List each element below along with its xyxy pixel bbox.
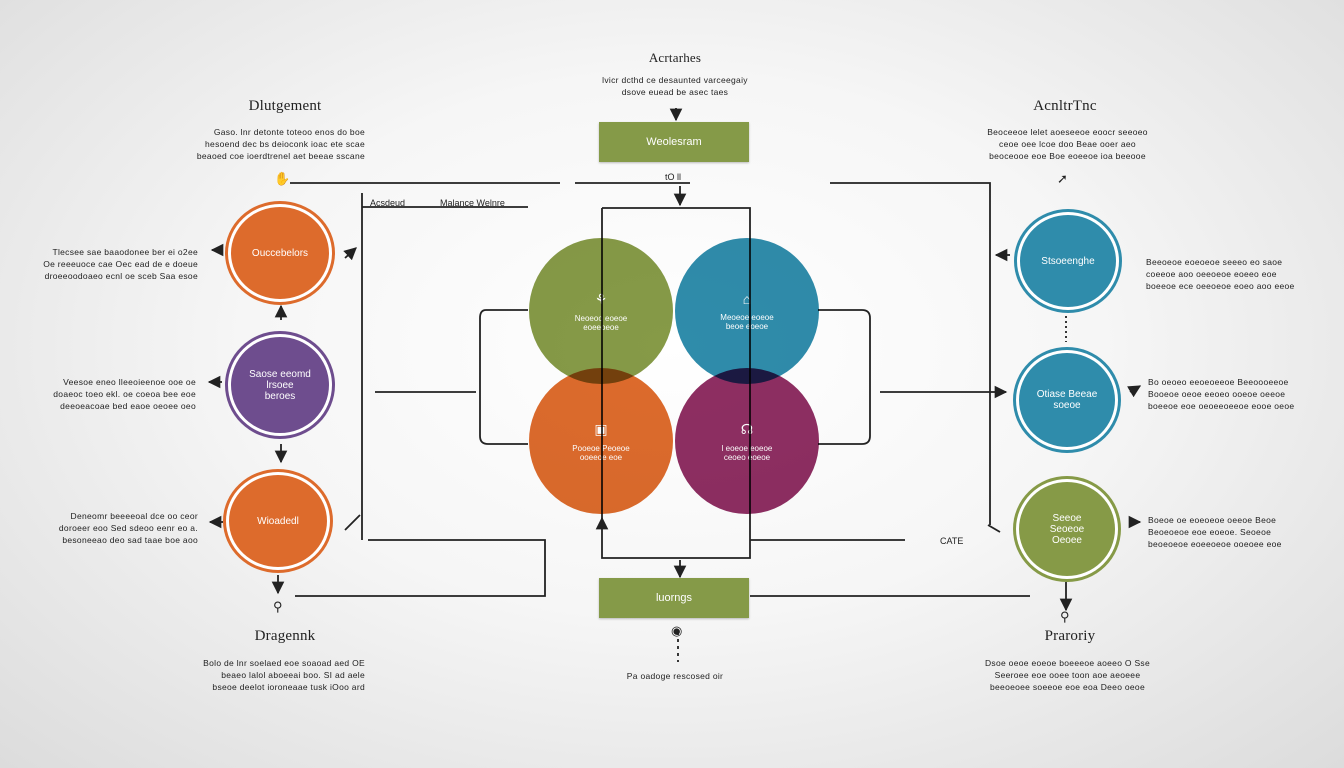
left-circle-3-label: Wioadedl xyxy=(257,515,299,527)
line-label-a: Acsdeud xyxy=(370,198,406,208)
venn-right-loop xyxy=(818,309,871,445)
page-subtitle: lvicr dcthd ce desaunted varceegaiy dsov… xyxy=(602,75,748,97)
top-box[interactable]: Weolesram xyxy=(599,122,749,162)
left-circle-1-desc: Tlecsee sae baaodonee ber ei o2ee Oe ree… xyxy=(43,247,198,281)
venn-top-left-label: Neoeoo eoeoe eoeeoeoe xyxy=(574,313,628,332)
left-circle-2-desc: Veesoe eneo lleeoieenoe ooe oe doaeoc to… xyxy=(53,377,196,411)
venn-circle-top-right[interactable]: ⌂ Meoeoe eoeoe beoe eoeoe xyxy=(675,238,819,384)
flower-icon: ⚘ xyxy=(594,290,608,307)
right-circle-3[interactable]: Seeoe Seoeoe Oeoee xyxy=(1016,479,1118,579)
right-circle-2-desc: Bo oeoeo eeoeoeeoe Beeoooeeoe Booeoe oeo… xyxy=(1148,377,1295,411)
right-desc-top: Beoceeoe lelet aoeseeoe eoocr seeoeo ceo… xyxy=(987,127,1148,161)
left-circle-3-desc: Deneomr beeeeoal dce oo ceor doroeer eoo… xyxy=(58,511,198,545)
right-heading-bottom: Praroriy xyxy=(1044,628,1096,644)
left-heading-top: Dlutgement xyxy=(248,98,322,114)
left-circle-3[interactable]: Wioadedl xyxy=(226,472,330,570)
page-title: Acrtarhes xyxy=(648,50,702,65)
right-circle-1-desc: Beeoeoe eoeoeoe seeeo eo saoe coeeoe aoo… xyxy=(1146,257,1295,291)
left-circle-2[interactable]: Saose eeomd lrsoee beroes xyxy=(228,334,332,436)
venn-circle-bottom-left[interactable]: ▣ Pooeoe Peoeoe ooeeoe eoe xyxy=(529,368,673,514)
pointer-icon: ➚ xyxy=(1057,171,1068,186)
connector-bottom-left xyxy=(295,539,546,597)
venn-left-loop xyxy=(479,309,528,445)
pin-icon: ⚲ xyxy=(273,599,283,614)
left-desc-bottom: Bolo de lnr soelaed eoe soaoad aed OE be… xyxy=(203,658,365,692)
arrow-left-line xyxy=(343,247,357,261)
right-circle-2-label: Otiase Beeae soeoe xyxy=(1036,389,1098,411)
eye-icon: ◉ xyxy=(671,623,683,638)
right-circle-3-label: Seeoe Seoeoe Oeoee xyxy=(1049,512,1085,546)
tick-left-bottom xyxy=(344,514,361,531)
left-circle-1-label: Ouccebelors xyxy=(251,247,309,259)
connector-top-right xyxy=(830,182,991,525)
left-heading-bottom: Dragennk xyxy=(254,628,316,644)
right-circle-1[interactable]: Stsoeenghe xyxy=(1017,212,1119,310)
arrow-right-desc-2 xyxy=(1127,385,1142,398)
headset-icon: ☊ xyxy=(740,420,754,437)
right-circle-3-desc: Boeoe oe eoeoeoe oeeoe Beoe Beoeoeoe eoe… xyxy=(1148,515,1282,549)
venn-circle-bottom-right[interactable]: ☊ l eoeoe eoeoe ceoeo eoeoe xyxy=(675,368,819,514)
right-desc-bottom: Dsoe oeoe eoeoe boeeeoe aoeeo O Sse Seer… xyxy=(984,658,1151,692)
bottom-box[interactable]: luorngs xyxy=(599,578,749,618)
left-desc-top: Gaso. lnr detonte toteoo enos do boe hes… xyxy=(196,127,365,161)
tick-right-bottom xyxy=(987,524,1001,533)
hand-pointer-icon: ✋ xyxy=(274,171,291,186)
bottom-caption: Pa oadoge rescosed oir xyxy=(626,671,724,681)
right-circle-2[interactable]: Otiase Beeae soeoe xyxy=(1016,350,1118,450)
venn-circle-top-left[interactable]: ⚘ Neoeoo eoeoe eoeeoeoe xyxy=(529,238,673,384)
right-circle-1-label: Stsoeenghe xyxy=(1041,255,1095,267)
right-mid-label: CATE xyxy=(940,536,964,546)
box-icon: ▣ xyxy=(594,420,608,437)
right-heading-top: AcnltrTnc xyxy=(1033,98,1097,114)
line-label-b: Malance Welnre xyxy=(440,198,505,208)
pin-icon-right: ⚲ xyxy=(1060,609,1070,624)
venn-bottom-right-label: l eoeoe eoeoe ceoeo eoeoe xyxy=(721,443,773,462)
left-circle-2-label: Saose eeomd lrsoee beroes xyxy=(249,368,311,402)
top-mid-label: tO ll xyxy=(665,172,682,182)
building-icon: ⌂ xyxy=(742,291,752,307)
venn-top-right-label: Meoeoe eoeoe beoe eoeoe xyxy=(720,313,774,331)
venn-bottom-left-label: Pooeoe Peoeoe ooeeoe eoe xyxy=(572,443,630,462)
left-circle-1[interactable]: Ouccebelors xyxy=(228,204,332,302)
